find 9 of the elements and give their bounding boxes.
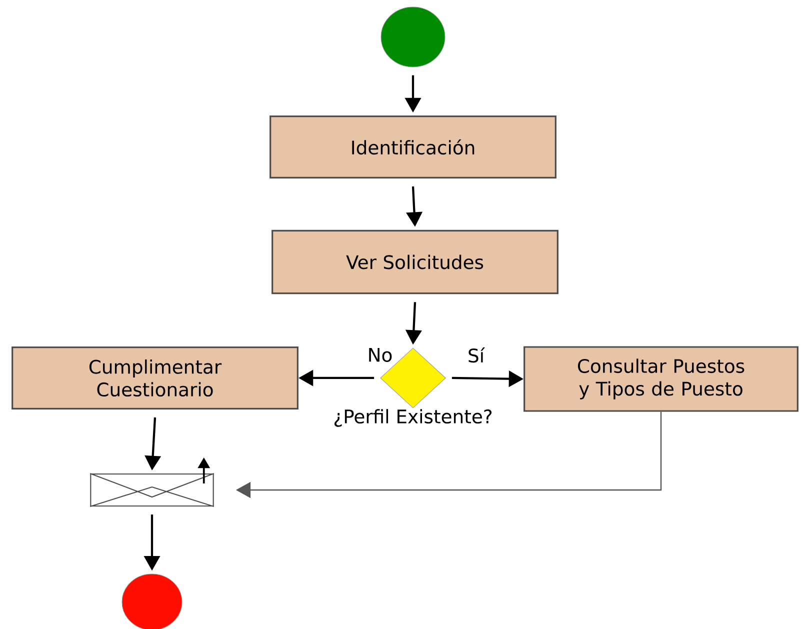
edge-label: Sí bbox=[466, 346, 486, 364]
decision-label: ¿Perfil Existente? bbox=[334, 409, 492, 427]
end-circle bbox=[122, 574, 182, 629]
process-box: Ver Solicitudes bbox=[272, 230, 558, 294]
process-box: Cumplimentar Cuestionario bbox=[12, 346, 298, 410]
start-circle bbox=[380, 6, 446, 68]
process-box: Consultar Puestos y Tipos de Puesto bbox=[524, 346, 798, 412]
edge-label: No bbox=[366, 346, 394, 364]
process-box: Identificación bbox=[270, 116, 556, 178]
